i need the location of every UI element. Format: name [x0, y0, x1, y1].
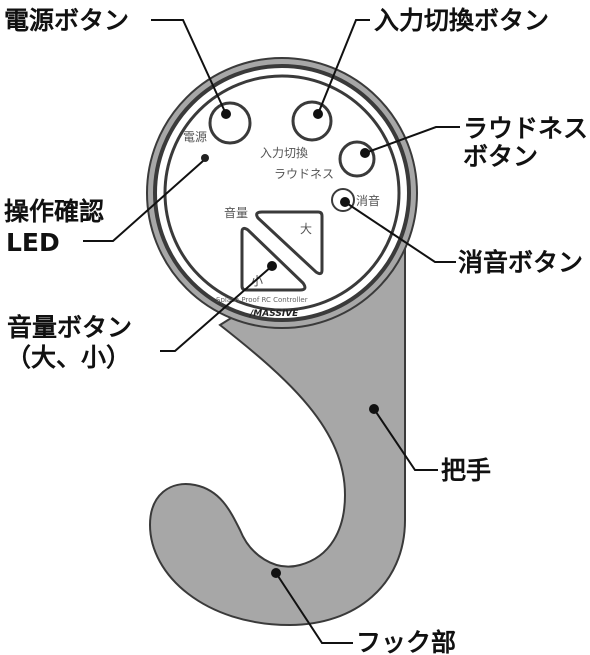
volume-up-label: 大	[300, 222, 312, 236]
leader-mute	[344, 201, 456, 263]
callout-loudness-line1: ラウドネス	[463, 114, 588, 143]
dot-mute	[340, 197, 350, 207]
product-text: Splash Proof RC Controller	[216, 296, 308, 304]
callout-hook: フック部	[356, 628, 456, 655]
volume-down-button[interactable]	[240, 226, 307, 292]
leader-input	[317, 19, 370, 115]
dot-volume	[267, 261, 277, 271]
leader-loudness	[364, 126, 460, 154]
volume-label: 音量	[224, 205, 248, 220]
loudness-label: ラウドネス	[274, 167, 334, 181]
dot-input	[313, 109, 323, 119]
hook-shape	[148, 248, 406, 627]
callout-led-line2: LED	[6, 228, 60, 257]
volume-up-button[interactable]	[255, 210, 324, 276]
power-label: 電源	[183, 130, 207, 144]
loudness-button[interactable]	[338, 140, 376, 178]
dot-loudness	[360, 148, 370, 158]
input-switch-label: 入力切換	[260, 146, 308, 160]
callout-loudness-line2: ボタン	[463, 142, 538, 171]
dot-power	[221, 109, 231, 119]
callout-power-button: 電源ボタン	[4, 6, 129, 35]
callout-led-line1: 操作確認	[4, 197, 104, 226]
leader-led	[83, 160, 204, 242]
power-button[interactable]	[208, 101, 252, 145]
brand-logo: /MASSIVE	[249, 309, 299, 319]
dot-hook	[271, 568, 281, 578]
callout-volume-line1: 音量ボタン	[7, 313, 132, 342]
operation-led	[201, 154, 209, 162]
leader-hook	[275, 572, 353, 644]
callout-handle: 把手	[441, 456, 491, 485]
dot-handle	[369, 404, 379, 414]
mute-label: 消音	[356, 193, 380, 208]
callout-mute-button: 消音ボタン	[458, 248, 583, 277]
leader-volume	[160, 265, 273, 352]
callout-volume-line2: （大、小）	[6, 343, 131, 372]
head-inner-ring	[163, 74, 401, 312]
leader-power	[151, 19, 227, 115]
callout-input-switch-button: 入力切換ボタン	[374, 6, 549, 35]
leader-handle	[373, 408, 438, 471]
input-switch-button[interactable]	[291, 100, 333, 142]
